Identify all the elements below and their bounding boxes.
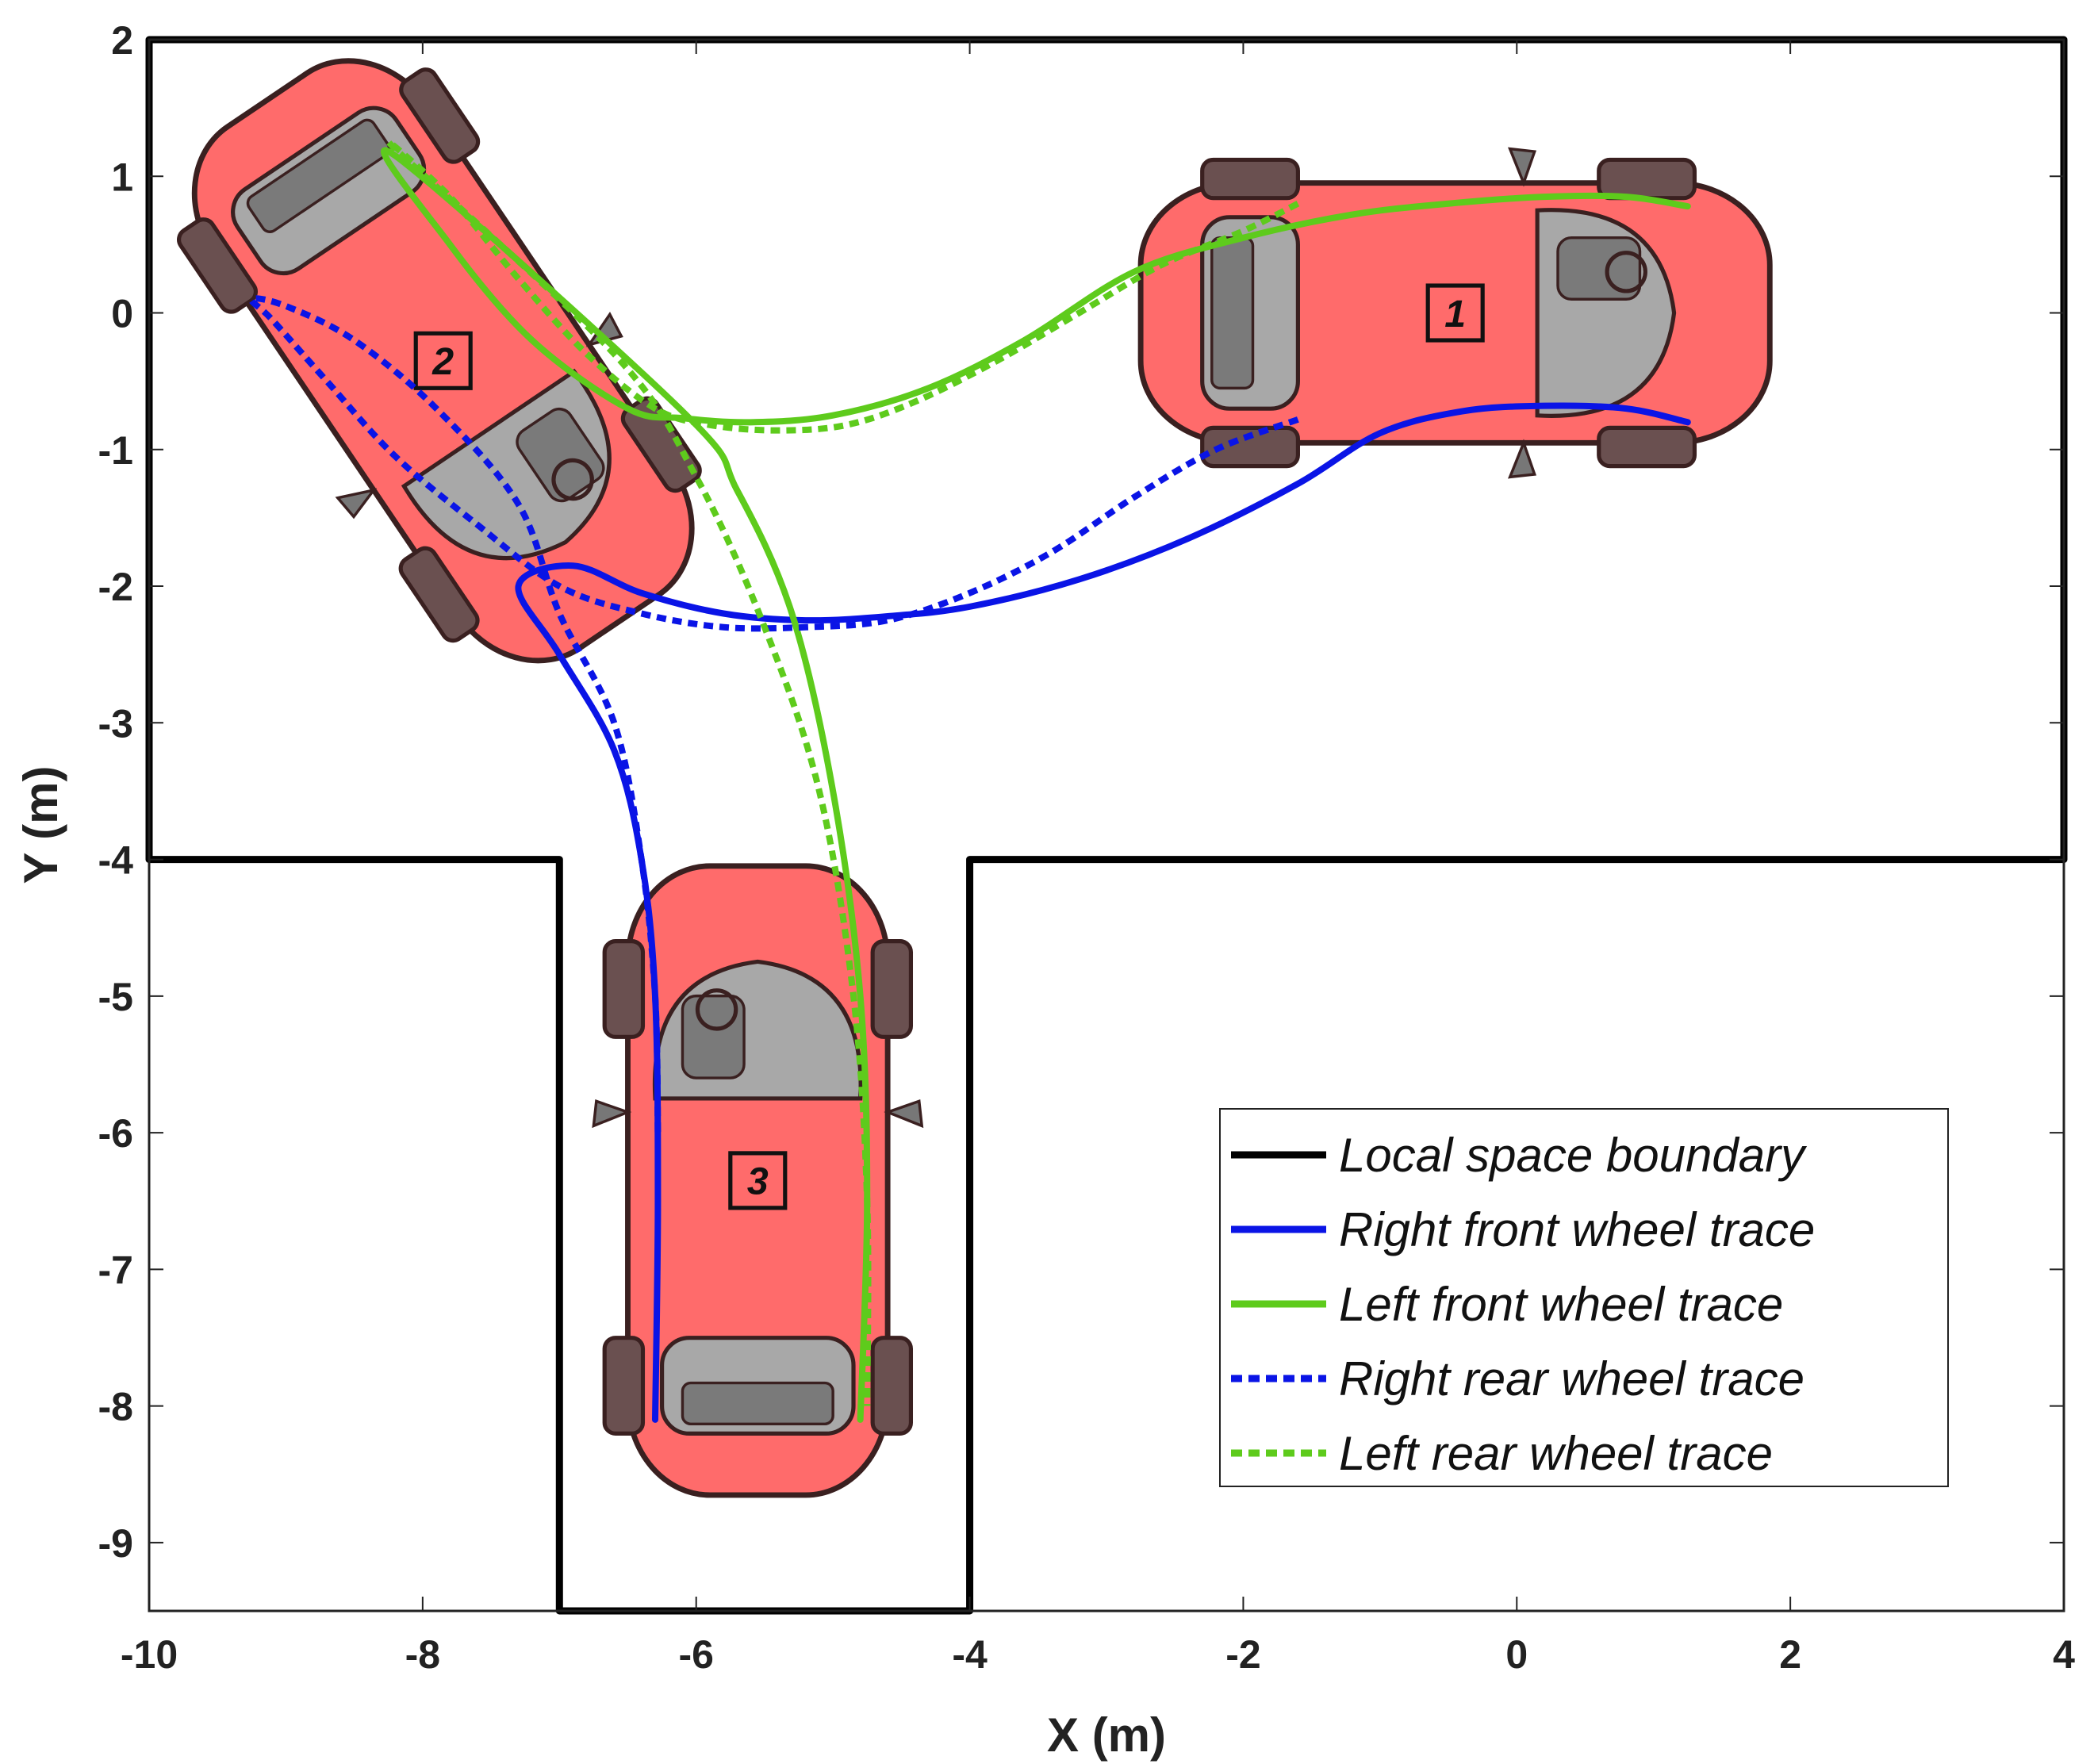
series-line-left-rear-wheel-trace [385, 138, 1300, 1406]
x-tick-label: -10 [121, 1632, 178, 1677]
legend-label: Right rear wheel trace [1339, 1352, 1804, 1405]
y-tick-label: 0 [111, 292, 133, 336]
x-tick-label: 2 [1779, 1632, 1801, 1677]
y-axis-title: Y (m) [14, 766, 67, 884]
legend-label: Local space boundary [1339, 1129, 1808, 1182]
legend-label: Right front wheel trace [1339, 1203, 1815, 1256]
series-line-right-rear-wheel-trace [247, 295, 1299, 1133]
vehicle-label-text: 3 [747, 1160, 769, 1203]
wheel [398, 546, 480, 643]
vehicle-3: 3 [592, 863, 924, 1498]
legend-label: Left rear wheel trace [1339, 1427, 1773, 1480]
series-line-left-front-wheel-trace [381, 147, 1691, 1423]
y-tick-label: -9 [98, 1521, 133, 1566]
rear-seat [1210, 236, 1255, 390]
front-seat [516, 407, 605, 503]
vehicle-label-box [728, 1151, 788, 1210]
x-tick-label: -6 [678, 1632, 713, 1677]
vehicle-label-box [413, 331, 473, 390]
wheel [1200, 425, 1300, 469]
legend-label: Left front wheel trace [1339, 1278, 1783, 1331]
y-tick-label: -1 [98, 428, 133, 473]
vehicles-layer: 1 2 3 [177, 58, 1773, 1498]
y-tick-label: -5 [98, 975, 133, 1019]
legend-entry: Right rear wheel trace [1231, 1352, 1804, 1405]
vehicle-1: 1 [1137, 147, 1773, 479]
x-axis-title: X (m) [1047, 1708, 1166, 1762]
vehicle-label-text: 1 [1444, 293, 1466, 336]
axis-ticks [148, 39, 2065, 1611]
vehicle-label-3: 3 [728, 1151, 788, 1210]
y-tick-label: -7 [98, 1248, 133, 1292]
y-tick-label: 2 [111, 18, 133, 63]
x-tick-label: 0 [1505, 1632, 1528, 1677]
x-tick-label: -2 [1225, 1632, 1260, 1677]
steering-wheel [695, 988, 738, 1031]
vehicle-label-1: 1 [1425, 283, 1485, 343]
legend-entry: Left front wheel trace [1231, 1278, 1783, 1331]
vehicle-label-box [1425, 283, 1485, 343]
x-tick-label: -8 [405, 1632, 440, 1677]
wheel [602, 939, 646, 1039]
x-tick-label: 4 [2053, 1632, 2075, 1677]
vehicle-label-text: 2 [431, 340, 454, 383]
x-tick-label: -4 [952, 1632, 988, 1677]
y-tick-label: -2 [98, 565, 133, 609]
mirror [335, 488, 378, 520]
steering-wheel [1605, 251, 1647, 293]
legend-entry: Left rear wheel trace [1231, 1427, 1773, 1480]
rear-seat [681, 1381, 834, 1426]
legend-entry: Right front wheel trace [1231, 1203, 1815, 1256]
wheel [399, 67, 481, 164]
legend-entry: Local space boundary [1231, 1129, 1808, 1182]
wheel [602, 1336, 646, 1436]
vehicle-label-2: 2 [413, 331, 473, 390]
y-tick-label: -8 [98, 1385, 133, 1429]
y-tick-label: 1 [111, 155, 133, 199]
wheel [1200, 157, 1300, 201]
mirror [1507, 439, 1537, 479]
wheel [1597, 425, 1697, 469]
y-tick-label: -3 [98, 701, 133, 746]
wheel [177, 217, 258, 314]
legend-box [1219, 1108, 1949, 1487]
y-tick-label: -6 [98, 1111, 133, 1156]
wheel [1597, 157, 1697, 201]
mirror [1507, 147, 1537, 187]
steering-wheel [551, 458, 594, 501]
wheel [870, 1336, 914, 1436]
x-tick-labels: -10 -8 -6 -4 -2 0 2 4 [121, 1632, 2075, 1677]
y-tick-labels: 2 1 0 -1 -2 -3 -4 -5 -6 -7 -8 -9 [98, 18, 134, 1566]
y-tick-label: -4 [98, 838, 134, 883]
wheel [870, 939, 914, 1039]
wheel [620, 396, 702, 493]
rear-seat [246, 118, 391, 233]
plot-area-frame [148, 38, 2065, 1613]
mirror [592, 1099, 632, 1129]
mirror [884, 1099, 924, 1129]
